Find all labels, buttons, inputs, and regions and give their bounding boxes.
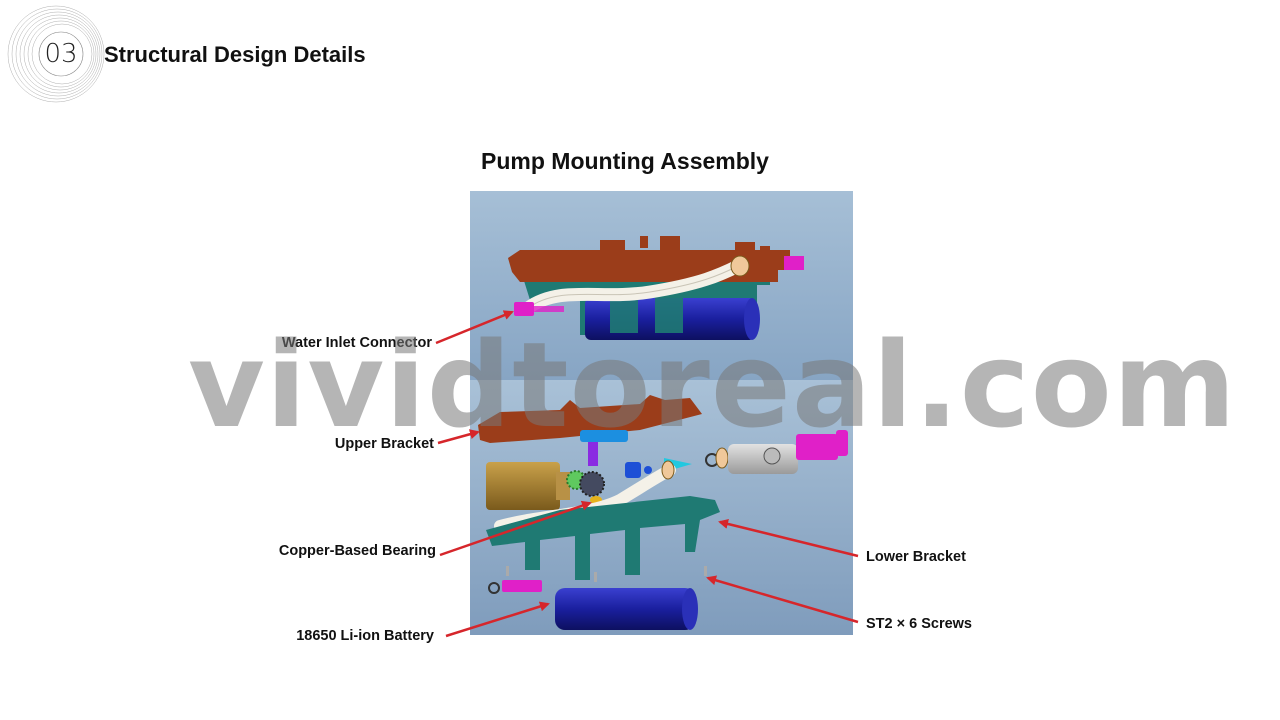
label-upper-bracket: Upper Bracket bbox=[334, 436, 434, 452]
label-battery: 18650 Li-ion Battery bbox=[296, 628, 434, 644]
label-lower-bracket: Lower Bracket bbox=[866, 549, 966, 565]
label-copper-based-bearing: Copper-Based Bearing bbox=[278, 543, 436, 559]
exploded-view bbox=[478, 395, 848, 630]
arrow-copper-bearing bbox=[439, 500, 592, 557]
label-screws: ST2 × 6 Screws bbox=[866, 616, 972, 632]
arrow-upper-bracket bbox=[437, 429, 480, 445]
section-number: 03 bbox=[44, 39, 78, 69]
section-title: Structural Design Details bbox=[104, 42, 366, 67]
watermark-text: vividtoreal.com bbox=[188, 316, 1237, 454]
arrow-battery bbox=[445, 601, 550, 638]
arrow-water-inlet-connector bbox=[435, 310, 514, 345]
assembled-unit bbox=[508, 236, 804, 340]
arrow-screws bbox=[706, 575, 859, 624]
label-water-inlet-connector: Water Inlet Connector bbox=[281, 335, 432, 351]
arrow-lower-bracket bbox=[718, 519, 859, 558]
diagram-title: Pump Mounting Assembly bbox=[481, 148, 769, 174]
section-badge-swirl-icon bbox=[7, 5, 105, 103]
